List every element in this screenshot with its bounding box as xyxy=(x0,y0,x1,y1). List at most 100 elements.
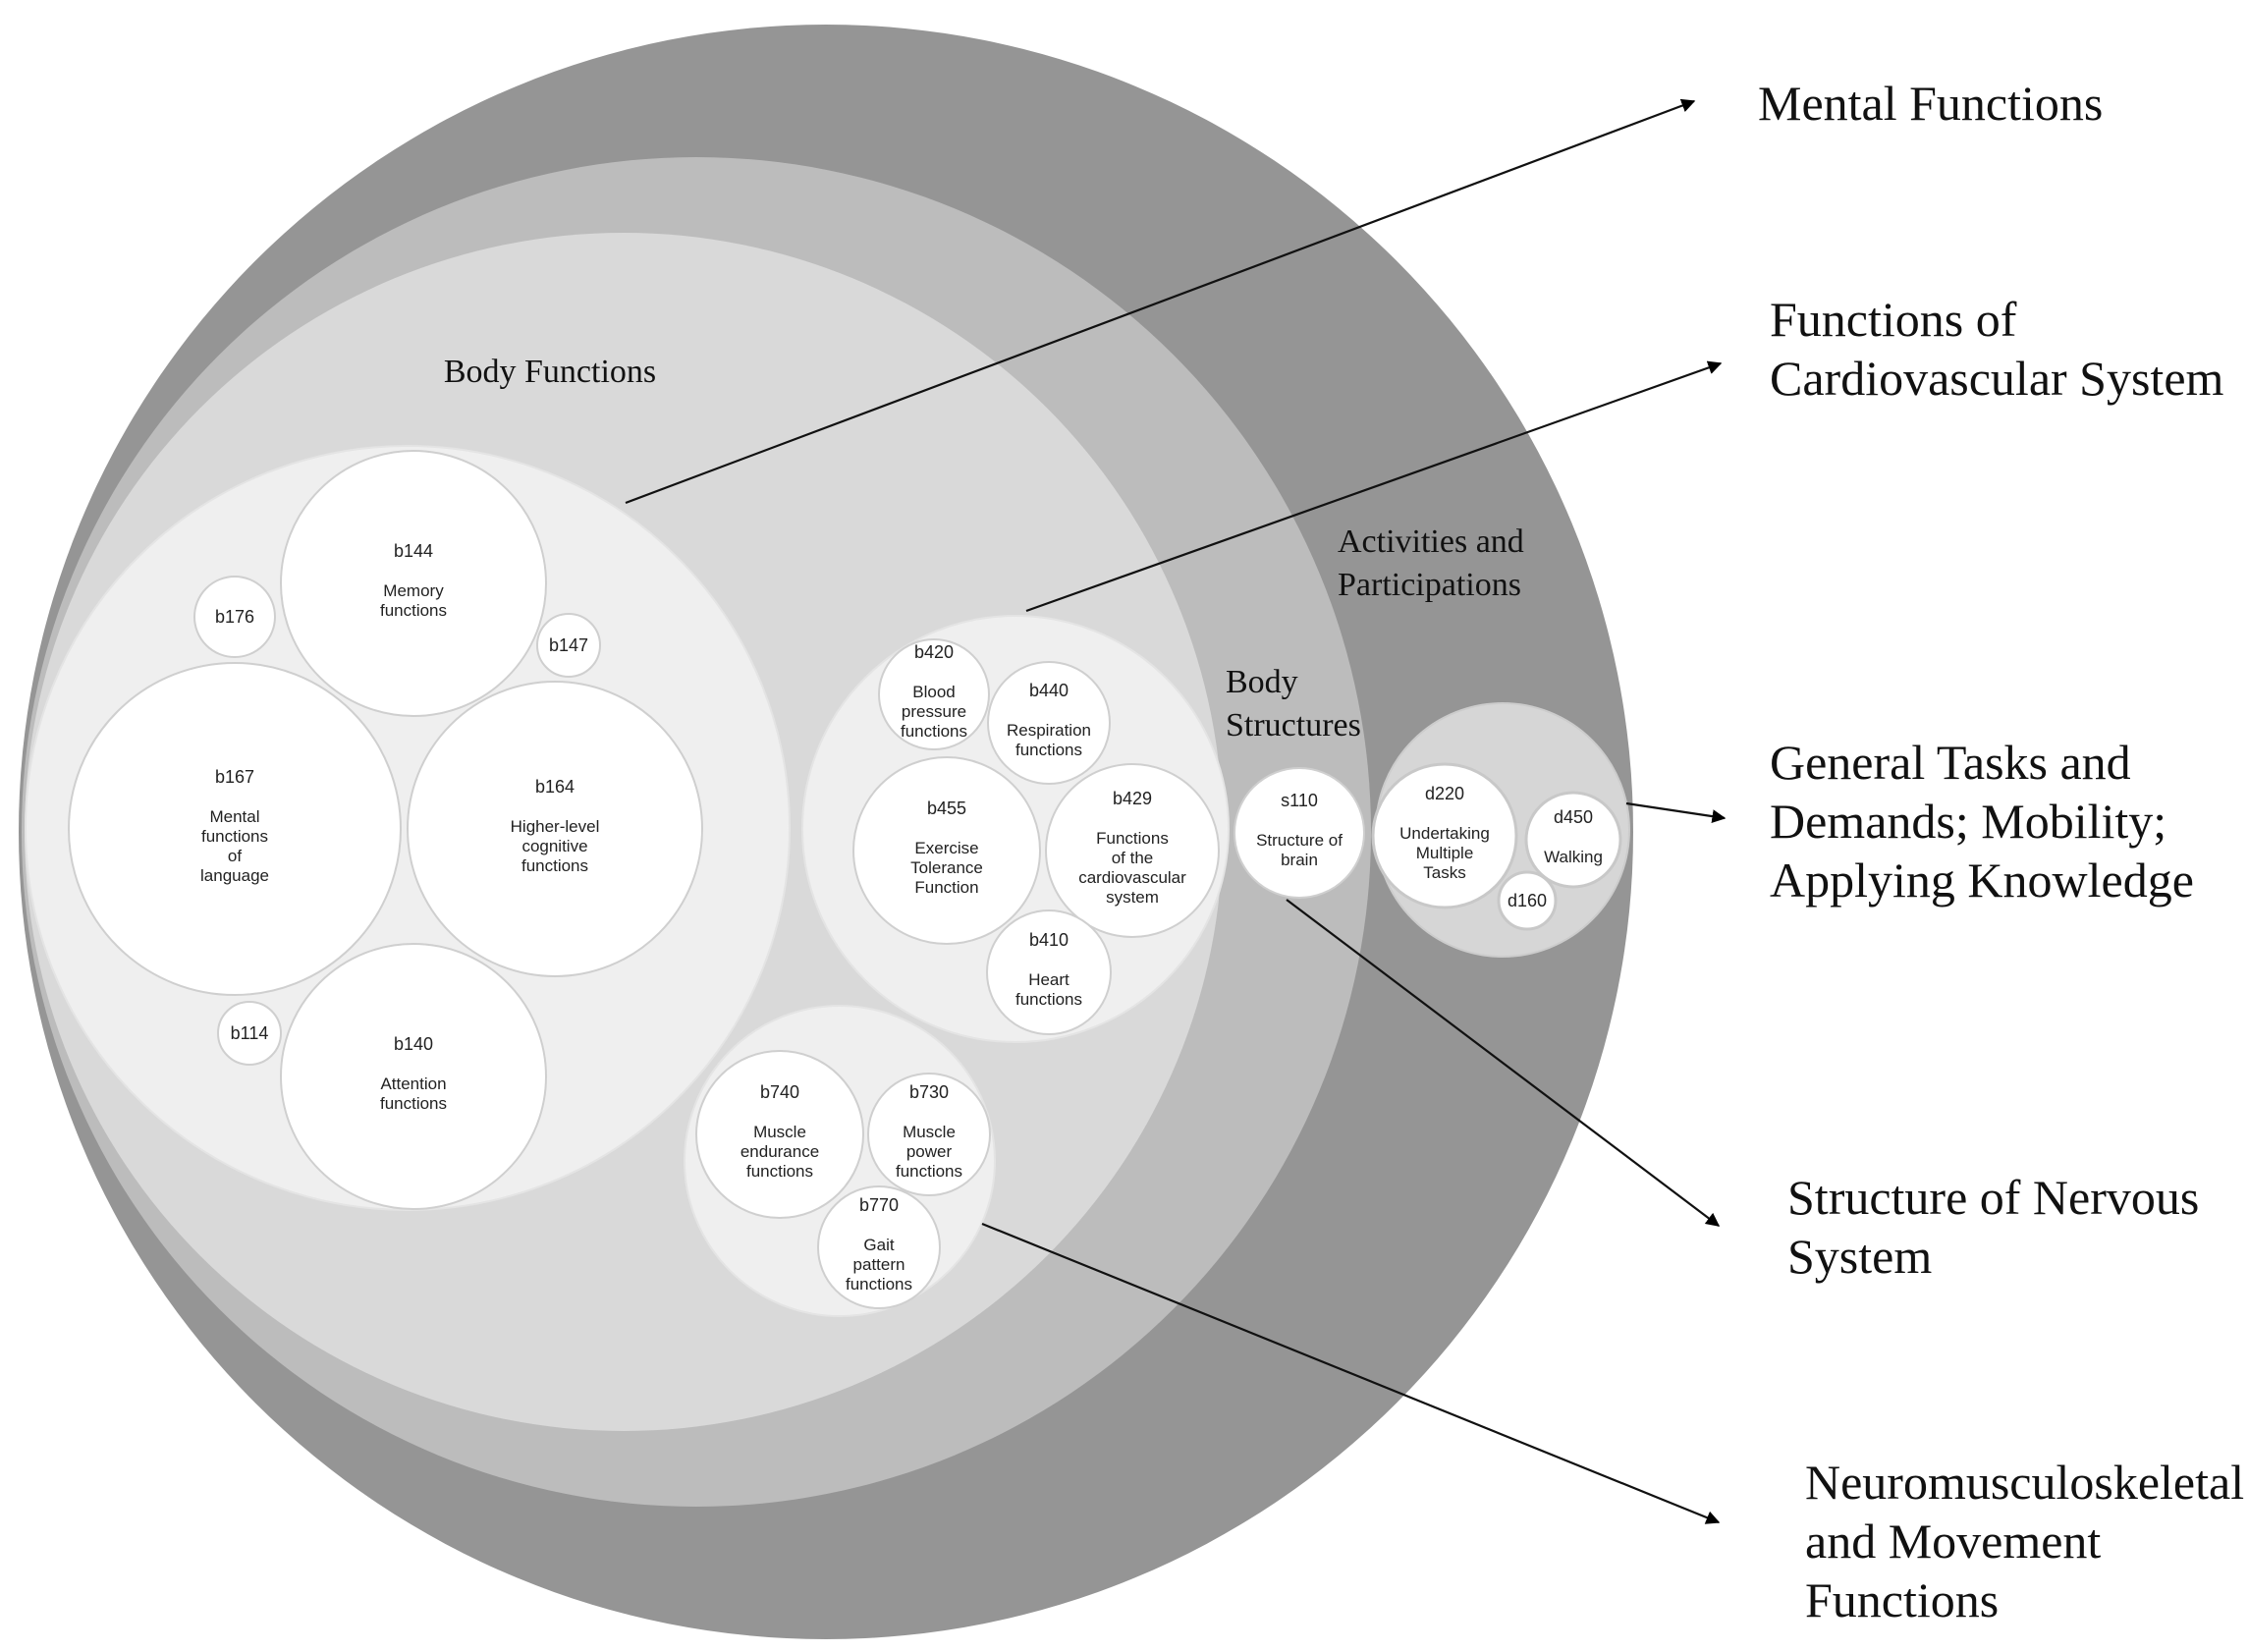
bubble-code: b410 xyxy=(1029,930,1069,950)
bubble-circle xyxy=(1045,763,1220,938)
target-general-tasks: General Tasks and Demands; Mobility; App… xyxy=(1770,735,2194,908)
bubble-desc-line: of the xyxy=(1112,849,1154,867)
bubble-desc-line: Structure of xyxy=(1256,831,1343,850)
arrow-mental xyxy=(625,98,1696,505)
bubble-circle xyxy=(987,661,1111,785)
target-nervous-system: Structure of Nervous System xyxy=(1787,1170,2212,1284)
label-body-functions: Body Functions xyxy=(444,354,656,390)
bubble-desc-line: endurance xyxy=(740,1142,819,1161)
bubble-code: b730 xyxy=(909,1082,949,1102)
bubble-code: d160 xyxy=(1508,891,1547,910)
bubble-desc-line: Tolerance xyxy=(910,858,983,877)
bubble-code: b455 xyxy=(927,798,966,818)
bubble-desc-line: functions xyxy=(521,856,588,875)
bubble-circle xyxy=(852,756,1041,945)
bubble-desc-line: functions xyxy=(1015,990,1082,1009)
bubble-code: b164 xyxy=(535,777,575,797)
label-body-structures: Body Structures xyxy=(1226,664,1361,743)
bubble-desc-line: functions xyxy=(1015,741,1082,759)
bubble-code: b147 xyxy=(549,635,588,655)
bubble-desc-line: functions xyxy=(380,1094,447,1113)
bubble-desc-line: functions xyxy=(846,1275,912,1294)
label-activities-participations: Activities and Participations xyxy=(1338,523,1532,603)
bubble-code: d450 xyxy=(1554,807,1593,827)
bubble-desc-line: Heart xyxy=(1028,970,1069,989)
bubble-desc-line: system xyxy=(1106,888,1159,907)
bubble-circle xyxy=(407,681,703,977)
target-mental-functions: Mental Functions xyxy=(1758,76,2103,131)
bubble-circle xyxy=(878,638,990,750)
bubble-desc-line: Mental xyxy=(209,807,259,826)
bubble-circle xyxy=(1497,870,1558,931)
bubble-circle xyxy=(695,1050,864,1219)
bubble-circle xyxy=(986,909,1112,1035)
bubble-desc-line: Muscle xyxy=(753,1123,806,1141)
bubble-desc-line: Memory xyxy=(383,581,444,600)
arrow-neuro xyxy=(981,1222,1721,1524)
bubble-circle xyxy=(536,613,601,678)
bubble-b114: b114 xyxy=(217,1001,282,1066)
bubble-code: b420 xyxy=(914,642,954,662)
bubble-circle xyxy=(867,1073,991,1196)
bubble-desc-line: pressure xyxy=(902,702,966,721)
bubble-desc-line: functions xyxy=(896,1162,962,1181)
bubble-circle xyxy=(280,943,547,1210)
bubble-d160: d160 xyxy=(1497,870,1558,931)
bubble-desc-line: brain xyxy=(1281,851,1318,869)
bubble-code: b176 xyxy=(215,607,254,627)
bubble-code: d220 xyxy=(1425,784,1464,803)
arrow-activities xyxy=(1625,801,1727,824)
bubble-desc-line: Muscle xyxy=(903,1123,956,1141)
bubble-desc-line: Attention xyxy=(380,1074,446,1093)
bubble-desc-line: Functions xyxy=(1096,829,1169,848)
target-cardiovascular: Functions of Cardiovascular System xyxy=(1770,292,2224,406)
bubble-desc-line: functions xyxy=(746,1162,813,1181)
bubble-desc-line: Blood xyxy=(912,683,955,701)
bubble-desc-line: functions xyxy=(901,722,967,741)
bubble-circle xyxy=(68,662,402,996)
bubble-desc-line: cardiovascular xyxy=(1078,868,1186,887)
bubble-desc-line: functions xyxy=(201,827,268,846)
bubble-desc-line: Function xyxy=(914,878,978,897)
bubble-desc-line: Tasks xyxy=(1423,863,1465,882)
bubble-code: b114 xyxy=(231,1023,269,1043)
bubble-code: s110 xyxy=(1281,791,1318,810)
bubble-circle xyxy=(817,1185,941,1309)
bubble-code: b440 xyxy=(1029,681,1069,700)
bubble-circle xyxy=(280,450,547,717)
arrow-cardio xyxy=(1025,360,1723,613)
bubble-code: b167 xyxy=(215,767,254,787)
bubble-desc-line: Exercise xyxy=(914,839,978,857)
bubble-circle xyxy=(1234,767,1365,899)
bubble-desc-line: language xyxy=(200,866,269,885)
bubble-circle xyxy=(1371,762,1518,909)
bubble-circle xyxy=(193,576,276,658)
bubbles: b144Memoryfunctionsb176b147b167Mentalfun… xyxy=(68,450,1622,1309)
bubble-desc-line: Multiple xyxy=(1416,844,1474,862)
bubble-code: b144 xyxy=(394,541,433,561)
bubble-desc-line: Walking xyxy=(1544,848,1603,866)
bubble-code: b140 xyxy=(394,1034,433,1054)
bubble-circle xyxy=(1524,791,1622,889)
bubble-circle xyxy=(217,1001,282,1066)
bubble-code: b740 xyxy=(760,1082,799,1102)
bubble-desc-line: power xyxy=(906,1142,953,1161)
bubble-code: b770 xyxy=(859,1195,899,1215)
bubble-desc-line: of xyxy=(228,847,242,865)
bubble-desc-line: functions xyxy=(380,601,447,620)
bubble-desc-line: Higher-level xyxy=(511,817,600,836)
bubble-desc-line: cognitive xyxy=(521,837,587,855)
